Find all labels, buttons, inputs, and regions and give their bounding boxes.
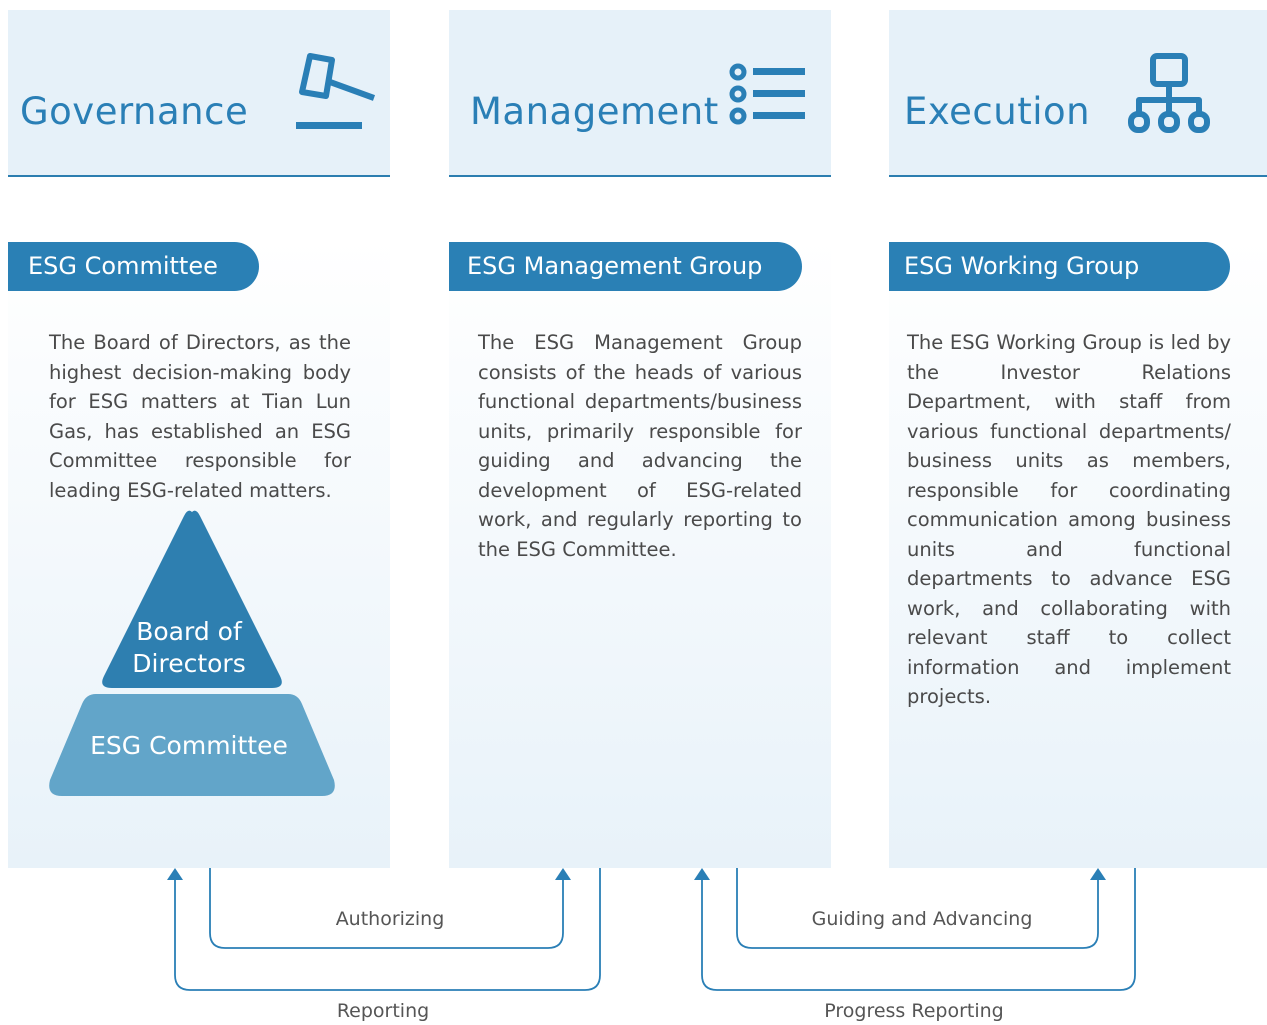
esg-management-group-pill: ESG Management Group — [449, 242, 802, 291]
execution-title: Execution — [904, 90, 1091, 133]
reporting-label: Reporting — [336, 1000, 430, 1022]
governance-header: Governance — [8, 10, 390, 177]
management-description: The ESG Management Group consists of the… — [478, 331, 802, 561]
pyramid-top-shape — [102, 510, 282, 688]
management-body — [449, 240, 831, 868]
governance-title: Governance — [20, 90, 249, 133]
authorizing-connector — [209, 868, 564, 949]
progress-arrowhead — [694, 868, 710, 880]
execution-body — [889, 240, 1267, 868]
pyramid-bottom-shape — [49, 694, 335, 796]
esg-working-group-pill: ESG Working Group — [889, 242, 1230, 291]
flow-connectors — [167, 868, 1136, 991]
list-icon — [729, 63, 805, 125]
management-header: Management — [449, 10, 831, 177]
reporting-arrowhead — [167, 868, 183, 880]
management-title: Management — [470, 90, 719, 133]
progress-label: Progress Reporting — [824, 1000, 1004, 1022]
pyramid-bottom-label: ESG Committee — [90, 731, 288, 760]
authorizing-label: Authorizing — [335, 908, 445, 930]
gavel-icon — [296, 53, 376, 129]
pyramid-top-label: Board of Directors — [132, 617, 246, 678]
progress-connector — [701, 868, 1136, 991]
reporting-connector — [174, 868, 601, 991]
org-chart-icon — [1128, 53, 1210, 133]
execution-header: Execution — [889, 10, 1267, 177]
governance-description: The Board of Directors, as the highest d… — [49, 331, 351, 502]
governance-pyramid — [49, 510, 335, 796]
authorizing-arrowhead — [555, 868, 571, 880]
guiding-connector — [736, 868, 1099, 949]
guiding-arrowhead — [1090, 868, 1106, 880]
execution-description: The ESG Working Group is led by the Inve… — [907, 331, 1231, 708]
guiding-label: Guiding and Advancing — [811, 908, 1033, 930]
esg-committee-pill: ESG Committee — [8, 242, 259, 291]
